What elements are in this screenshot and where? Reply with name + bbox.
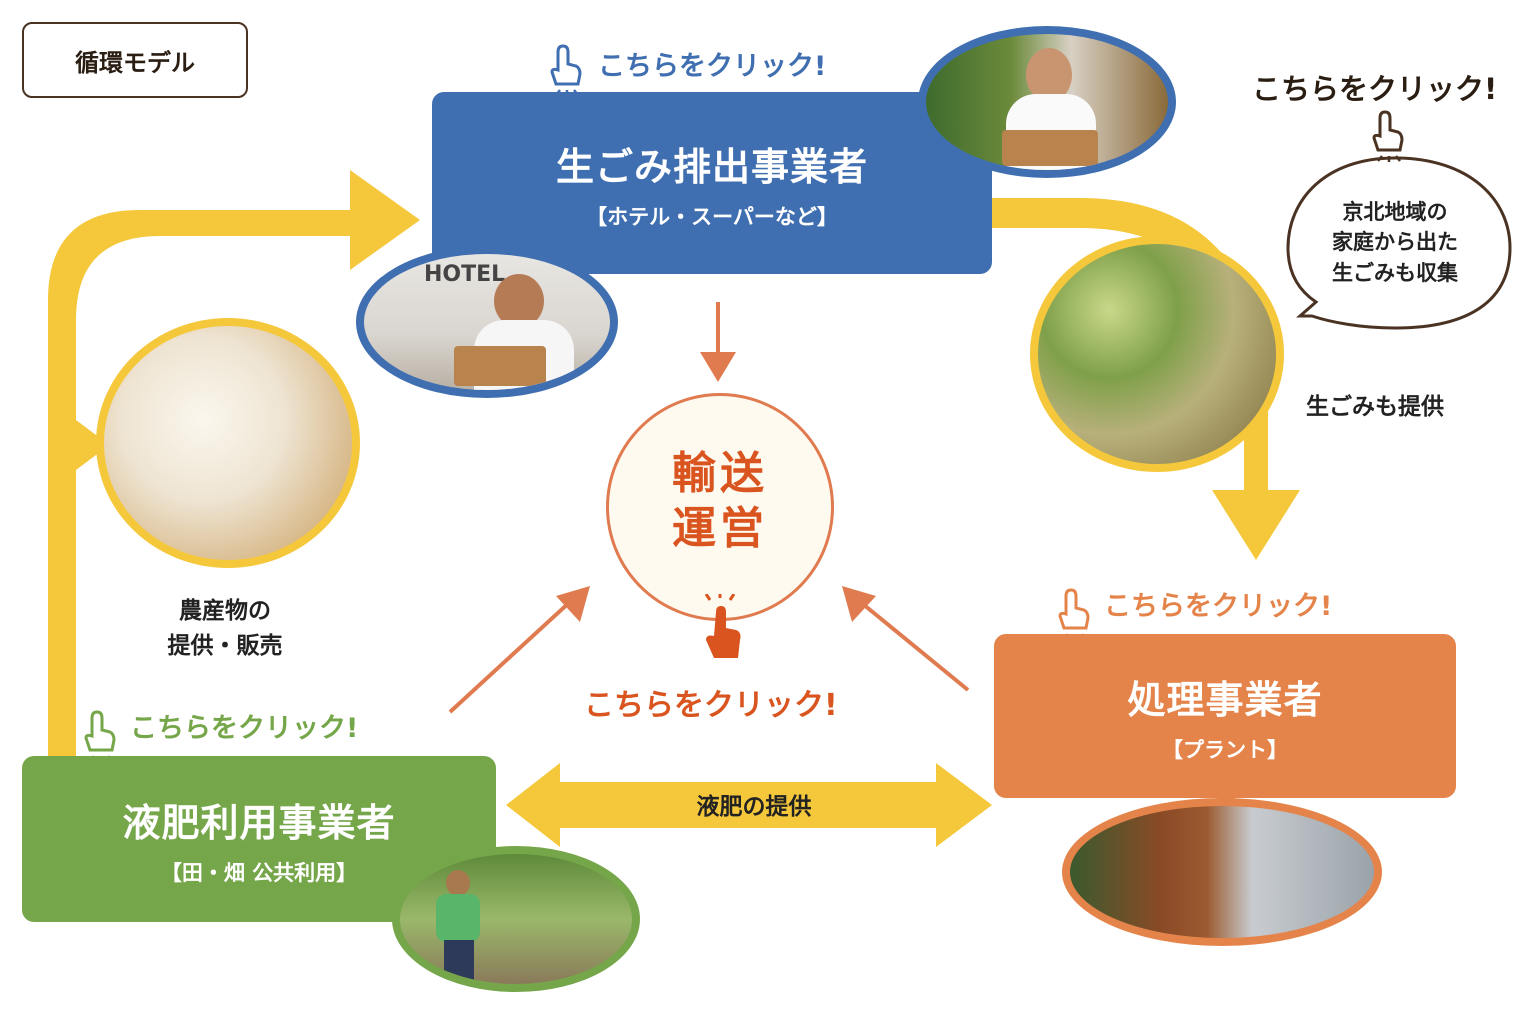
supermarket-staff-photo — [918, 26, 1176, 178]
double-arrow — [506, 763, 992, 847]
emitter-subtitle: 【ホテル・スーパーなど】 — [586, 204, 838, 229]
center-line-1: 輸送 — [672, 448, 768, 499]
user-title: 液肥利用事業者 — [122, 800, 396, 845]
hotel-staff-photo: HOTEL — [356, 246, 618, 398]
emitter-title: 生ごみ排出事業者 — [555, 144, 868, 189]
bubble-line-1: 京北地域の — [1342, 200, 1448, 224]
bubble-line-2: 家庭から出た — [1332, 230, 1458, 255]
pointer-hand-icon — [84, 710, 116, 762]
pointer-hand-icon — [550, 44, 582, 96]
produce-line-2: 提供・販売 — [167, 632, 283, 659]
food-waste-label: 生ごみも提供 — [1306, 394, 1444, 420]
processor-subtitle: 【プラント】 — [1162, 737, 1288, 762]
transport-operation-circle[interactable] — [606, 393, 834, 621]
produce-label: 農産物の 提供・販売 — [150, 594, 300, 663]
produce-line-1: 農産物の — [179, 598, 271, 624]
bubble-line-3: 生ごみも収集 — [1332, 260, 1458, 285]
processor-click-link[interactable]: こちらをクリック! — [1104, 591, 1333, 622]
liquid-fertilizer-label: 液肥の提供 — [696, 794, 812, 820]
title-badge: 循環モデル — [22, 22, 248, 98]
pointer-hand-icon — [704, 594, 741, 658]
household-bubble — [1286, 156, 1512, 330]
processor-box[interactable]: 処理事業者 【プラント】 — [994, 634, 1456, 798]
farmer-photo — [392, 846, 640, 992]
household-bubble-text: 京北地域の 家庭から出た 生ごみも収集 — [1310, 197, 1480, 288]
plant-photo — [1062, 798, 1382, 946]
processor-pointer — [1206, 786, 1246, 808]
emitter-box[interactable]: 生ごみ排出事業者 【ホテル・スーパーなど】 — [432, 92, 992, 274]
hotel-sign-text: HOTEL — [424, 262, 506, 287]
emitter-click-link[interactable]: こちらをクリック! — [598, 51, 827, 82]
pointer-hand-icon — [1372, 110, 1404, 162]
center-click-link[interactable]: こちらをクリック! — [584, 688, 838, 723]
pointer-hand-icon — [1058, 588, 1090, 640]
arrow-to-rice — [76, 420, 100, 470]
user-click-link[interactable]: こちらをクリック! — [130, 713, 359, 744]
transport-operation-title: 輸送 運営 — [606, 446, 834, 556]
user-subtitle: 【田・畑 公共利用】 — [160, 860, 358, 885]
household-click-link[interactable]: こちらをクリック! — [1252, 72, 1498, 106]
arrow-to-emitter — [48, 170, 420, 770]
center-line-2: 運営 — [672, 503, 768, 554]
rice-photo — [96, 318, 360, 568]
food-waste-bags-photo — [1030, 236, 1284, 472]
processor-title: 処理事業者 — [1127, 677, 1323, 722]
